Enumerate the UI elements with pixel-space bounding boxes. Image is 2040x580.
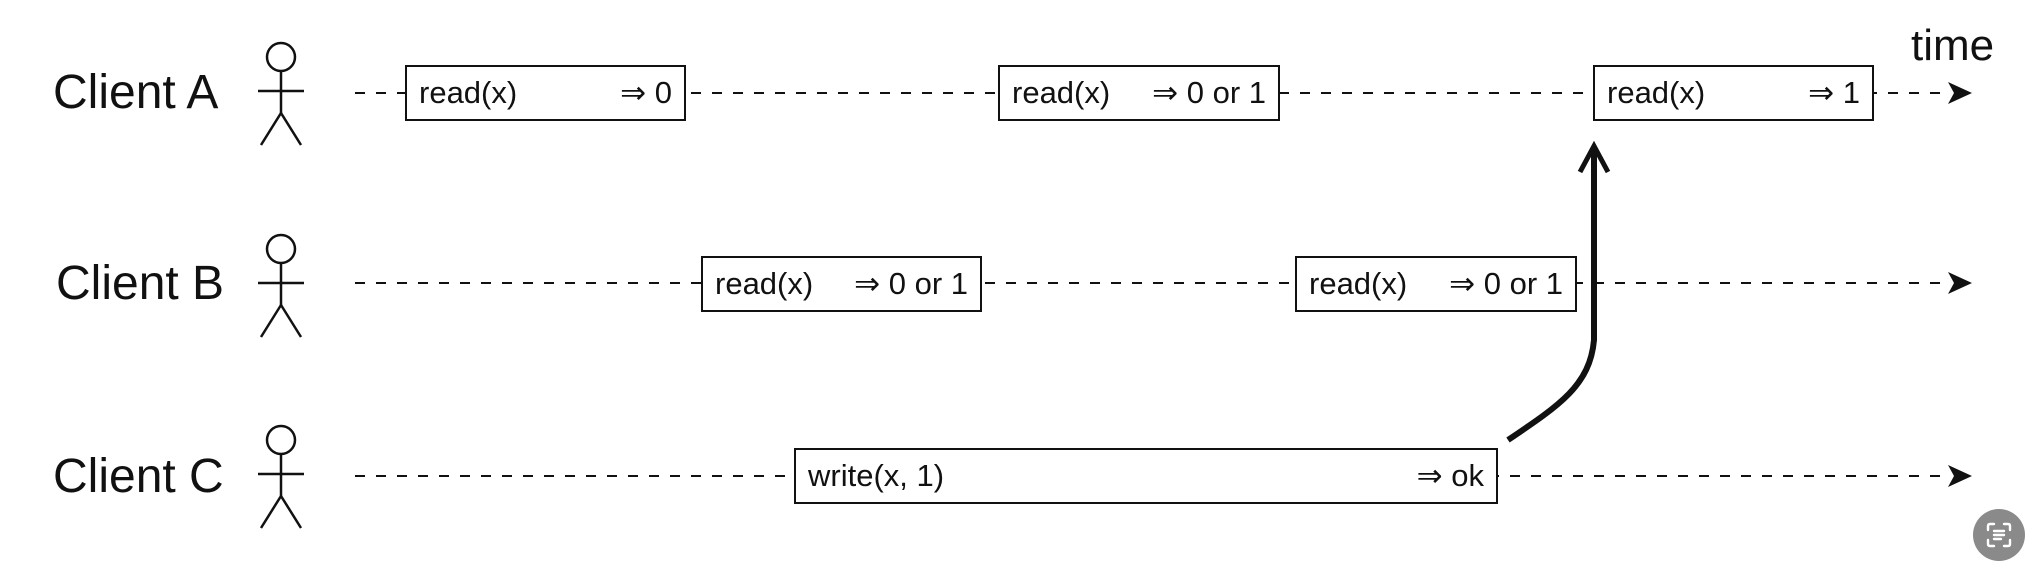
stick-figure-icon <box>258 41 304 146</box>
operation-result: ⇒ 0 or 1 <box>1449 266 1563 301</box>
stick-figure-icon <box>258 424 304 529</box>
operation-call: write(x, 1) <box>808 458 945 493</box>
operation-box: read(x) ⇒ 1 <box>1593 65 1874 121</box>
scan-text-button[interactable] <box>1973 509 2025 561</box>
causal-arrow <box>1506 140 1611 443</box>
operation-result: ⇒ 0 or 1 <box>1152 75 1266 110</box>
stick-figure-icon <box>258 233 304 338</box>
arrow-head-icon <box>1948 272 1972 294</box>
operation-call: read(x) <box>419 75 518 110</box>
time-label: time <box>1911 21 1995 70</box>
operation-result: ⇒ 0 <box>620 75 672 110</box>
arrow-head-icon <box>1948 465 1972 487</box>
operation-box: read(x) ⇒ 0 or 1 <box>998 65 1280 121</box>
operation-box: read(x) ⇒ 0 or 1 <box>1295 256 1577 312</box>
operation-result: ⇒ 0 or 1 <box>854 266 968 301</box>
client-label-b: Client B <box>56 257 225 310</box>
operation-box: read(x) ⇒ 0 <box>405 65 686 121</box>
client-label-a: Client A <box>53 66 219 119</box>
arrow-head-icon <box>1948 82 1972 104</box>
operation-call: read(x) <box>1309 266 1408 301</box>
client-label-c: Client C <box>53 450 224 503</box>
operation-result: ⇒ ok <box>1416 458 1484 493</box>
operation-box: write(x, 1) ⇒ ok <box>794 448 1498 504</box>
operation-result: ⇒ 1 <box>1808 75 1860 110</box>
operation-box: read(x) ⇒ 0 or 1 <box>701 256 982 312</box>
operation-call: read(x) <box>715 266 814 301</box>
operation-call: read(x) <box>1607 75 1706 110</box>
scan-text-icon <box>1986 522 2012 548</box>
operation-call: read(x) <box>1012 75 1111 110</box>
